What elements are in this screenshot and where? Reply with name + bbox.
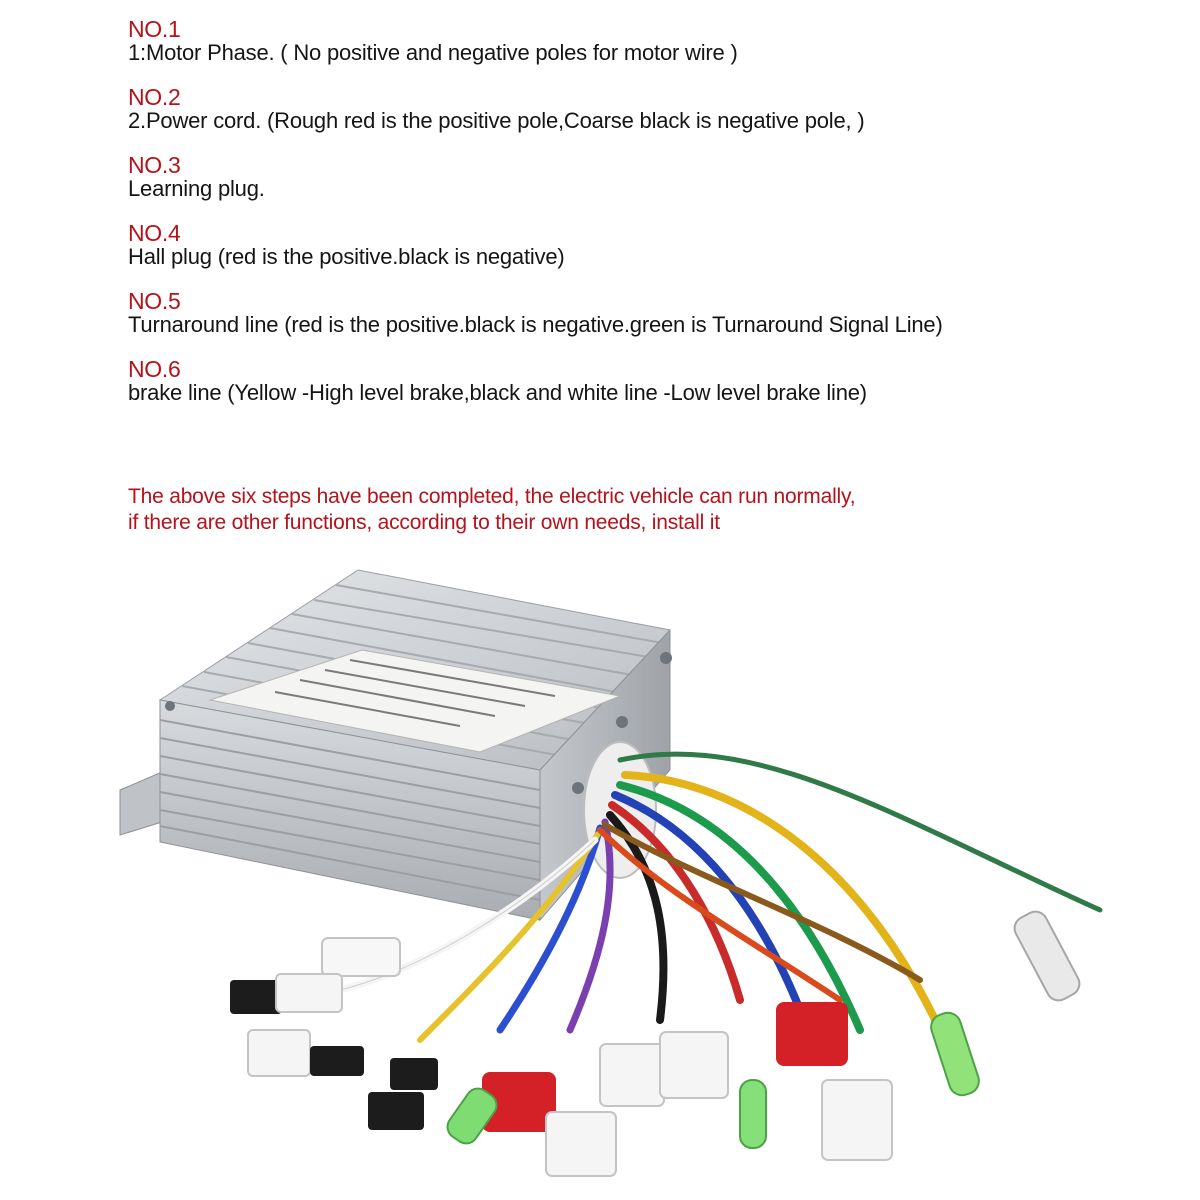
step-description: 1:Motor Phase. ( No positive and negativ… [128,40,738,65]
step-2: NO.2 2.Power cord. (Rough red is the pos… [128,82,1188,136]
wire-harness [336,751,1103,1043]
step-title: NO.3 [128,152,181,178]
step-title: NO.5 [128,288,181,314]
step-description: Hall plug (red is the positive.black is … [128,244,565,269]
connector-black [310,1046,364,1076]
step-title: NO.4 [128,220,181,246]
connector-black [390,1058,438,1090]
connector-black [368,1092,424,1130]
front-fins [159,719,541,901]
connector-red [776,1002,848,1066]
connector-white [821,1079,893,1161]
connector-white [247,1029,311,1077]
step-description: Learning plug. [128,176,265,201]
note-line-2: if there are other functions, according … [128,511,720,534]
connector-black [230,980,282,1014]
step-description: 2.Power cord. (Rough red is the positive… [128,108,865,133]
controller-illustration [119,569,1103,1177]
spec-label-lines [274,659,556,727]
bullet-terminals [446,910,1081,1149]
screw-icon [616,716,628,728]
connector-white [275,973,343,1013]
connector-white [659,1031,729,1099]
screw-icon [572,782,584,794]
step-3: NO.3 Learning plug. [128,150,1188,204]
connector-white [599,1043,665,1107]
step-5: NO.5 Turnaround line (red is the positiv… [128,286,1188,340]
screw-icon [660,652,672,664]
step-title: NO.1 [128,16,181,42]
step-title: NO.6 [128,356,181,382]
instructions-list: NO.1 1:Motor Phase. ( No positive and ne… [128,14,1188,422]
step-4: NO.4 Hall plug (red is the positive.blac… [128,218,1188,272]
note-line-1: The above six steps have been completed,… [128,485,856,508]
step-1: NO.1 1:Motor Phase. ( No positive and ne… [128,14,1188,68]
step-title: NO.2 [128,84,181,110]
connector-white [545,1111,617,1177]
screw-icon [165,701,175,711]
mounting-flange [119,771,163,836]
completion-note: The above six steps have been completed,… [128,484,856,536]
controller-product-photo [100,560,1140,1180]
step-description: brake line (Yellow -High level brake,bla… [128,380,867,405]
connector-red [482,1072,556,1132]
step-6: NO.6 brake line (Yellow -High level brak… [128,354,1188,408]
connector-white [321,937,401,977]
step-description: Turnaround line (red is the positive.bla… [128,312,943,337]
